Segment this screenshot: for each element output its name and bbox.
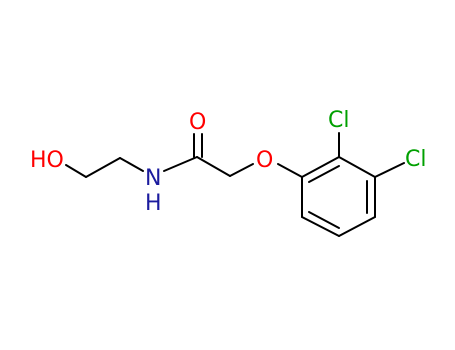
atom-label-ether-oxygen: O — [256, 148, 273, 173]
ring-bond-5 — [338, 156, 376, 178]
bonds — [65, 132, 405, 237]
atom-label-chlorine-2: Cl — [405, 147, 426, 172]
bond-o-c1 — [65, 164, 87, 178]
atom-label-nitrogen: N — [145, 166, 161, 191]
ring-bond-6 — [301, 156, 340, 178]
ring-bond-6-inner — [308, 165, 340, 183]
atom-label-chlorine-1: Cl — [328, 108, 349, 133]
atom-label-amide-hydrogen: H — [145, 191, 162, 216]
ring-bond-2 — [301, 216, 340, 237]
bond-c2-n — [119, 157, 144, 172]
atom-labels: HO N H O O Cl Cl — [30, 108, 426, 216]
bond-c3-c4 — [196, 156, 231, 177]
bond-n-c3 — [163, 156, 198, 172]
bond-o-ar1 — [277, 163, 303, 178]
ring-bond-2-inner — [308, 211, 340, 229]
bond-ar-cl2 — [374, 162, 405, 178]
ring-bond-3 — [338, 216, 376, 237]
atom-label-hydroxyl: HO — [30, 148, 64, 173]
bond-c1-c2 — [85, 157, 121, 178]
bond-c4-o — [229, 163, 254, 177]
atom-label-carbonyl-oxygen: O — [189, 110, 206, 135]
